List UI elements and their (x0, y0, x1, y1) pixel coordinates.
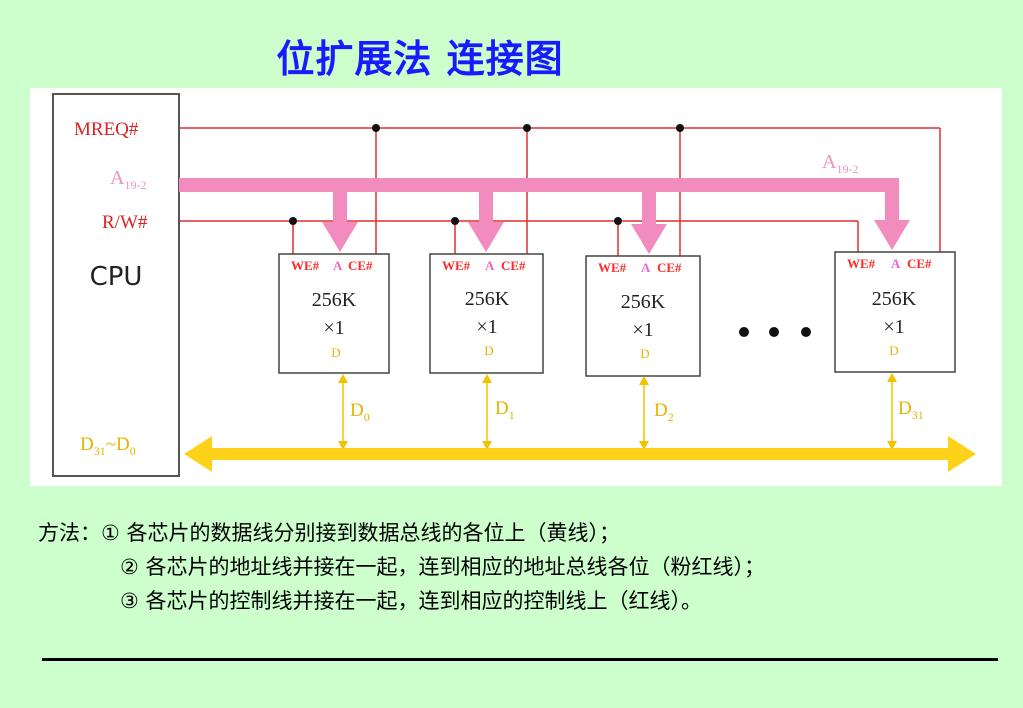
chip-1: WE# A CE# 256K ×1 D (429, 253, 544, 374)
chip-a-pin: A (333, 258, 343, 273)
chip-we-pin: WE# (598, 260, 627, 275)
address-arrow-2 (468, 222, 504, 252)
data-bus (184, 436, 976, 472)
chip-width: ×1 (883, 316, 904, 338)
chip-d-pin: D (484, 343, 493, 358)
chip-ce-pin: CE# (348, 258, 373, 273)
address-label: A19-2 (110, 167, 146, 192)
method-notes: 方法：① 各芯片的数据线分别接到数据总线的各位上（黄线）； ② 各芯片的地址线并… (38, 516, 765, 618)
chip-0: WE# A CE# 256K ×1 D (278, 253, 390, 374)
method-item-2: ② 各芯片的地址线并接在一起，连到相应的地址总线各位（粉红线）； (120, 555, 765, 579)
chip-size: 256K (312, 289, 357, 311)
page-title: 位扩展法 连接图 (276, 37, 564, 81)
chip-d-pin: D (889, 343, 898, 358)
chip-ce-pin: CE# (501, 258, 526, 273)
data-bus-bar (208, 448, 960, 460)
data-bus-arrow-left (184, 436, 212, 472)
method-item-1: 方法：① 各芯片的数据线分别接到数据总线的各位上（黄线）； (38, 521, 620, 545)
control-lines (179, 127, 941, 256)
chip-we-pin: WE# (291, 258, 320, 273)
cpu-box (52, 93, 180, 477)
chip-we-pin: WE# (442, 258, 471, 273)
bottom-divider (42, 658, 998, 661)
data-label-2: D2 (654, 400, 674, 424)
chip-size: 256K (621, 291, 666, 313)
ellipsis-dots (739, 327, 811, 337)
chip-we-pin: WE# (847, 256, 876, 271)
address-arrow-4 (874, 220, 910, 250)
address-bus (179, 178, 910, 254)
chip-a-pin: A (891, 256, 901, 271)
address-bus-bar (179, 178, 892, 192)
address-arrow-1 (322, 222, 358, 252)
data-bus-label: D31~D0 (80, 434, 136, 458)
address-label-right: A19-2 (822, 151, 858, 176)
chip-d-pin: D (640, 346, 649, 361)
chip-size: 256K (872, 288, 917, 310)
chip-width: ×1 (632, 319, 653, 341)
chip-width: ×1 (323, 317, 344, 339)
method-prefix: 方法： (38, 521, 101, 545)
cpu-label: CPU (90, 262, 143, 292)
chip-ce-pin: CE# (907, 256, 932, 271)
diagram-canvas: CPU (52, 93, 976, 477)
data-bus-arrow-right (948, 436, 976, 472)
chip-width: ×1 (476, 316, 497, 338)
connection-diagram: CPU (30, 88, 1002, 486)
junction-dots (289, 124, 684, 225)
chip-size: 256K (465, 288, 510, 310)
rw-label: R/W# (102, 212, 148, 233)
chip-2: WE# A CE# 256K ×1 D (585, 255, 701, 377)
chip-a-pin: A (485, 258, 495, 273)
mreq-label: MREQ# (74, 119, 139, 140)
data-label-1: D1 (495, 398, 515, 422)
chip-3: WE# A CE# 256K ×1 D (834, 251, 956, 373)
chip-ce-pin: CE# (657, 260, 682, 275)
data-label-31: D31 (898, 398, 924, 422)
address-arrow-3 (631, 224, 667, 254)
chip-a-pin: A (641, 260, 651, 275)
method-item-3: ③ 各芯片的控制线并接在一起，连到相应的控制线上（红线）。 (120, 589, 702, 613)
data-label-0: D0 (350, 400, 370, 424)
data-lines (338, 373, 897, 450)
chip-d-pin: D (331, 345, 340, 360)
